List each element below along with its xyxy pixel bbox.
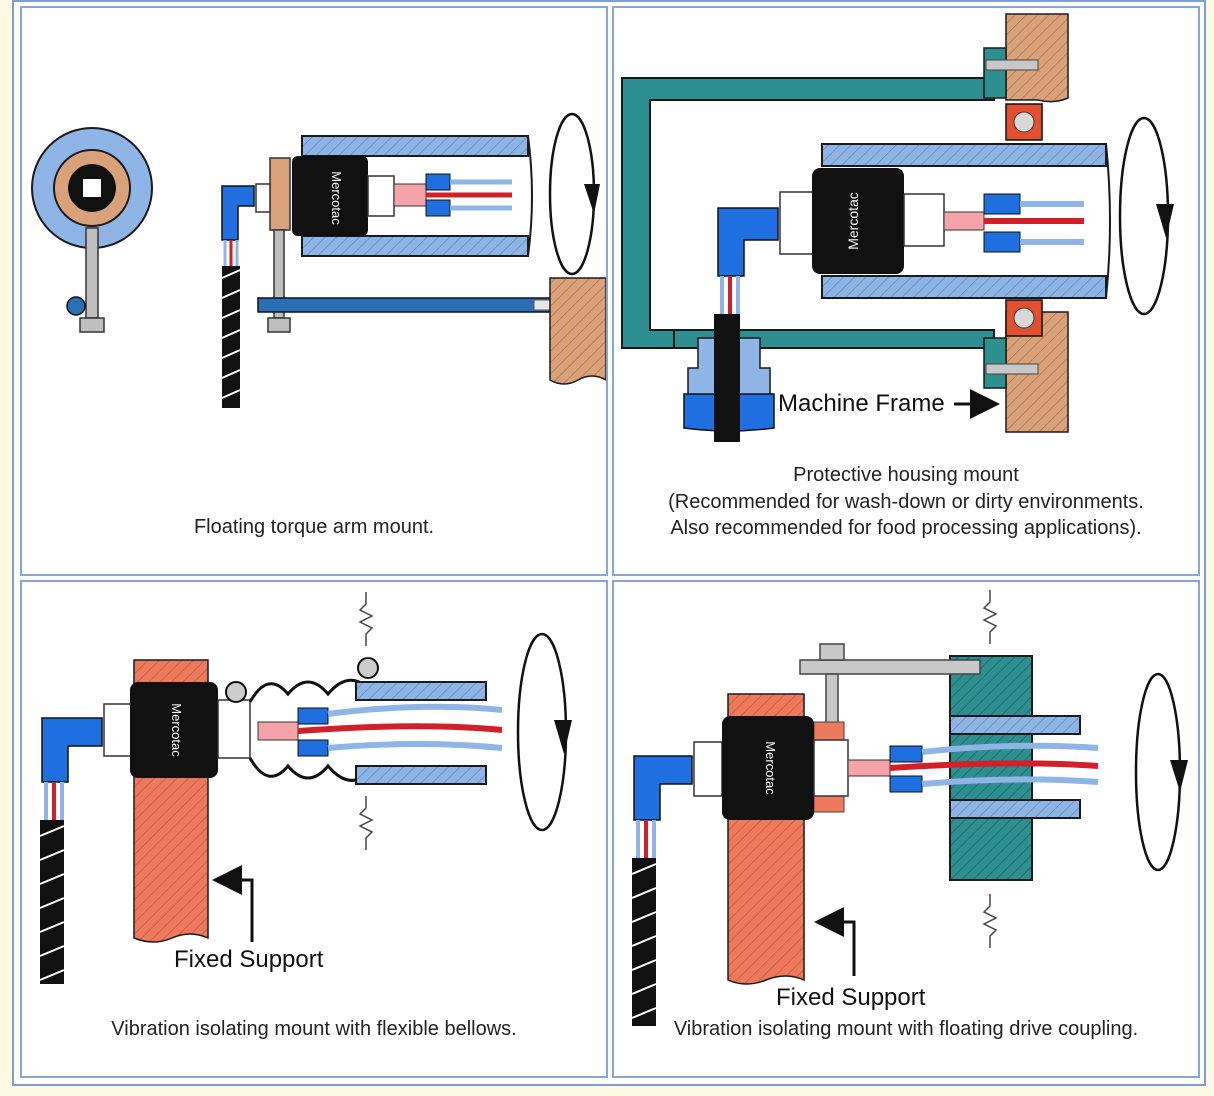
flexible-bellows-illustration: Mercotac xyxy=(39,592,572,984)
caption-protective-housing-line2: (Recommended for wash-down or dirty envi… xyxy=(668,491,1144,513)
rotary-connector xyxy=(812,168,904,274)
svg-text:Mercotac: Mercotac xyxy=(845,192,861,250)
caption-torque-arm: Floating torque arm mount. xyxy=(193,516,435,538)
drive-coupling xyxy=(949,655,1033,881)
caption-protective-housing-line1: Protective housing mount xyxy=(793,464,1019,486)
diagram-frame: Mercotac xyxy=(12,0,1206,1086)
brand-mark: Mercotac xyxy=(329,171,344,225)
floating-coupling-illustration: Mercotac xyxy=(631,590,1188,1026)
caption-flexible-bellows: Vibration isolating mount with flexible … xyxy=(111,1018,517,1040)
rotation-arrow xyxy=(1134,672,1182,872)
panel-floating-coupling: Mercotac xyxy=(612,580,1200,1078)
torque-arm xyxy=(257,297,559,313)
svg-text:Mercotac: Mercotac xyxy=(763,741,778,795)
torque-arm-illustration: Mercotac xyxy=(31,112,606,408)
rotary-connector xyxy=(292,156,368,236)
caption-floating-coupling: Vibration isolating mount with floating … xyxy=(673,1018,1139,1040)
fixed-support-label: Fixed Support xyxy=(174,946,324,973)
machine-frame-label: Machine Frame xyxy=(778,390,945,417)
panel-torque-arm: Mercotac xyxy=(20,6,608,576)
panel-flexible-bellows: Mercotac xyxy=(20,580,608,1078)
fixed-support-label: Fixed Support xyxy=(776,984,926,1011)
rotary-connector xyxy=(722,716,814,820)
caption-protective-housing-line3: Also recommended for food processing app… xyxy=(670,517,1142,539)
svg-text:Mercotac: Mercotac xyxy=(169,703,184,757)
panel-protective-housing: Mercotac Machine Frame Protective housin xyxy=(612,6,1200,576)
bellows xyxy=(248,678,370,703)
protective-housing-illustration: Mercotac xyxy=(621,13,1174,442)
rotary-connector xyxy=(130,682,218,778)
